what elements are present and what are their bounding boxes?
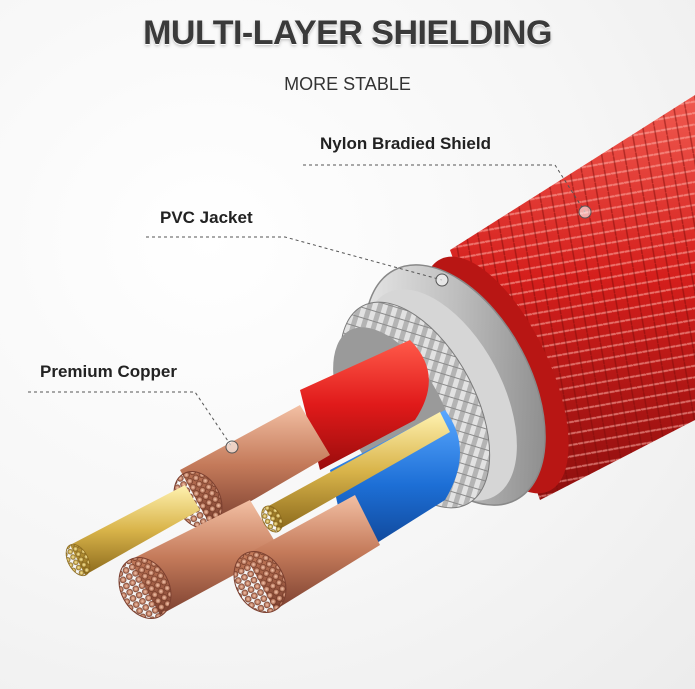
copper-conductor-lower-left <box>118 500 280 619</box>
callout-leaders <box>28 164 586 448</box>
callout-nylon-shield: Nylon Bradied Shield <box>320 134 491 153</box>
page-title: MULTI-LAYER SHIELDING <box>143 14 552 52</box>
callout-pvc-jacket: PVC Jacket <box>160 208 253 227</box>
gold-conductor-right <box>261 412 450 533</box>
callout-premium-copper: Premium Copper <box>40 362 177 381</box>
red-insulation <box>300 340 429 470</box>
copper-conductor-lower-right <box>233 495 380 613</box>
gold-conductor-left <box>65 485 200 577</box>
page-subtitle: MORE STABLE <box>284 74 411 94</box>
callout-markers <box>225 205 592 454</box>
